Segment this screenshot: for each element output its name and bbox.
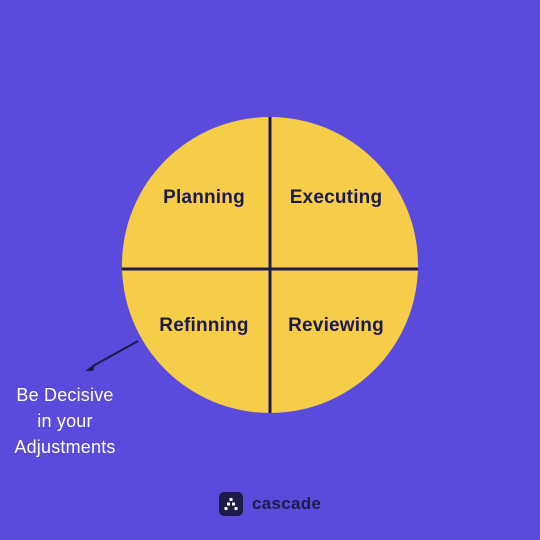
arrow-head [85,363,96,371]
quadrant-label-planning: Planning [163,187,245,208]
annotation-line: Adjustments [14,437,116,457]
arrow-shaft [92,340,139,367]
quadrant-label-reviewing: Reviewing [288,315,384,336]
quadrant-label-refinning: Refinning [159,315,249,336]
annotation-line: Be Decisive [16,385,114,405]
quadrant-label-executing: Executing [289,187,383,208]
cascade-logo-icon [219,492,243,516]
cascade-mark-glyph [224,498,238,510]
annotation-arrow [85,340,139,371]
brand-logo: cascade [219,492,321,516]
annotation-line: in your [37,411,93,431]
annotation-text: Be Decisive in your Adjustments [0,382,130,460]
brand-name: cascade [252,494,322,513]
